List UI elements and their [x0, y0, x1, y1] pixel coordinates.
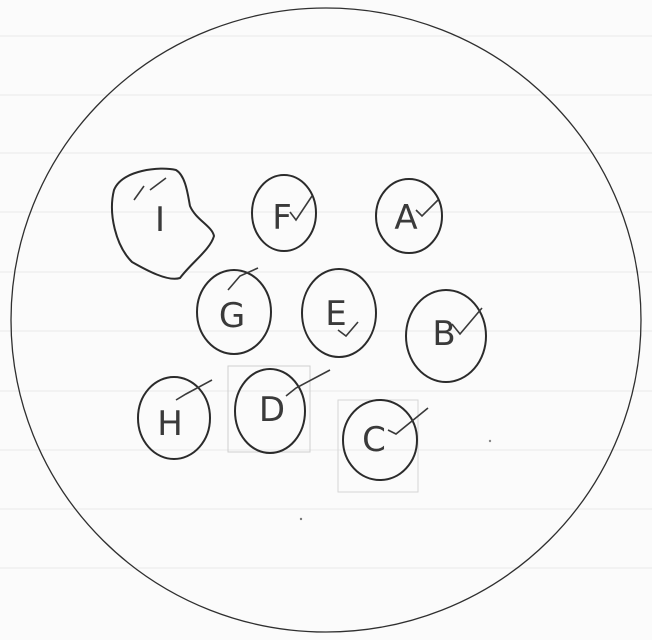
node-i: I: [112, 169, 214, 279]
node-label-f: F: [272, 198, 292, 238]
node-c: C: [343, 400, 428, 480]
check-mark-c: [388, 408, 428, 434]
node-g: G: [197, 268, 271, 354]
node-b: B: [406, 290, 486, 382]
check-mark-a: [416, 200, 438, 216]
check-mark-f: [290, 196, 312, 220]
stray-dot: [300, 518, 302, 520]
node-a: A: [376, 179, 442, 253]
node-label-c: C: [362, 420, 386, 460]
node-f: F: [252, 175, 316, 251]
node-label-h: H: [157, 404, 183, 444]
node-label-e: E: [325, 294, 346, 334]
node-label-d: D: [259, 390, 285, 430]
node-d: D: [235, 369, 330, 453]
check-mark-i: [134, 178, 166, 200]
node-label-i: I: [155, 200, 165, 240]
node-h: H: [138, 377, 212, 459]
check-mark-d: [286, 370, 330, 396]
stray-dot: [489, 440, 491, 442]
check-mark-b: [452, 308, 482, 334]
node-e: E: [302, 269, 376, 357]
node-label-b: B: [432, 314, 455, 354]
node-label-a: A: [394, 198, 417, 238]
node-label-g: G: [219, 296, 245, 336]
